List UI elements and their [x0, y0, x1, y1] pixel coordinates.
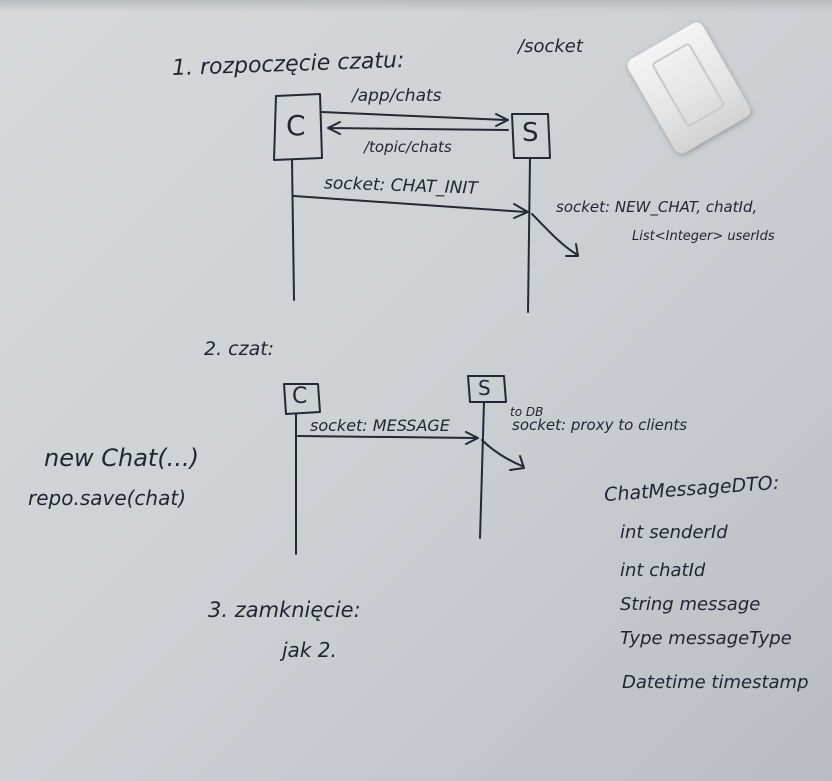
s2-side-line2: repo.save(chat) — [28, 486, 187, 510]
s2-client-box — [283, 383, 321, 415]
s3-heading: 3. zamknięcie: — [208, 598, 361, 622]
s1-endpoint: /socket — [518, 36, 583, 57]
s2-arrow-message — [297, 431, 479, 445]
s1-client-box — [273, 93, 323, 161]
s3-note: jak 2. — [282, 638, 337, 662]
s2-arrow-message-label: socket: MESSAGE — [310, 416, 450, 435]
s1-arrow-topic-label: /topic/chats — [364, 138, 452, 156]
s2-client-label: C — [292, 384, 308, 409]
s1-reply-line2: List<Integer> userIds — [632, 229, 775, 244]
s1-reply-line1: socket: NEW_CHAT, chatId, — [556, 198, 758, 216]
s2-server-lifeline — [479, 401, 485, 539]
s1-arrow-init — [293, 195, 529, 219]
s2-proxy-hook — [481, 439, 525, 471]
s2-heading: 2. czat: — [204, 338, 275, 360]
s1-server-lifeline — [527, 157, 531, 313]
dto-field: int chatId — [620, 560, 706, 581]
s1-arrow-app — [321, 111, 509, 127]
dto-field: Datetime timestamp — [622, 672, 809, 693]
dto-field: int senderId — [620, 522, 728, 543]
s2-note-proxy: socket: proxy to clients — [512, 416, 688, 434]
dto-field: Type messageType — [620, 628, 792, 649]
s2-note-db: to DB — [510, 405, 544, 419]
s1-arrow-topic — [327, 121, 509, 135]
s1-client-label: C — [286, 109, 306, 142]
s1-arrow-app-label: /app/chats — [352, 86, 442, 106]
s2-server-box — [467, 375, 507, 403]
s1-server-box — [511, 113, 551, 159]
s1-reply-hook — [531, 213, 579, 257]
dto-field: String message — [620, 594, 761, 615]
s1-server-label: S — [522, 118, 539, 148]
s1-client-lifeline — [291, 159, 295, 301]
s2-server-label: S — [478, 376, 491, 400]
s2-side-line1: new Chat(...) — [44, 444, 199, 472]
whiteboard-top-edge — [0, 0, 832, 12]
